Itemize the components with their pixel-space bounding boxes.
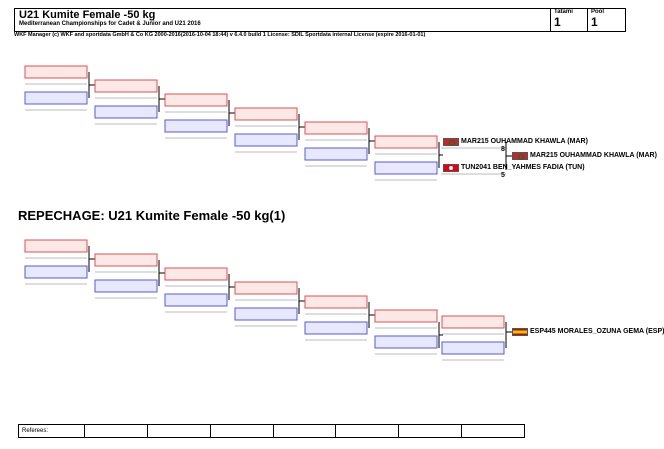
referee-cell[interactable] [462,425,524,437]
referees-table: Referees: [18,424,525,438]
event-subtitle: Mediterranean Championships for Cadet & … [19,21,201,27]
tatami-label: Tatami [554,9,573,15]
blue-competitor-slot[interactable] [94,105,158,119]
referee-cell[interactable] [399,425,463,437]
flag-tun-icon [443,164,459,172]
blue-competitor-slot[interactable] [304,321,368,335]
red-competitor-slot[interactable] [24,65,88,79]
header: U21 Kumite Female -50 kg Mediterranean C… [14,8,626,32]
referee-cell[interactable] [148,425,211,437]
red-competitor-slot[interactable] [94,253,158,267]
red-competitor-slot[interactable] [304,295,368,309]
flag-esp-icon [512,328,528,336]
main-entry-2-name: TUN2041 BEN_YAHMES FADIA (TUN) [461,164,585,171]
referee-cell[interactable] [85,425,148,437]
red-competitor-slot[interactable] [374,309,438,323]
blue-competitor-slot[interactable] [234,133,298,147]
blue-competitor-slot[interactable] [164,119,228,133]
blue-competitor-slot[interactable] [24,91,88,105]
blue-competitor-slot[interactable] [304,147,368,161]
red-competitor-slot[interactable] [164,93,228,107]
referee-cell[interactable] [336,425,400,437]
blue-competitor-slot[interactable] [441,341,505,355]
blue-competitor-slot[interactable] [374,161,438,175]
referees-label: Referees: [19,425,85,437]
pool-value: 1 [591,15,598,29]
red-competitor-slot[interactable] [304,121,368,135]
red-competitor-slot[interactable] [94,79,158,93]
blue-competitor-slot[interactable] [234,307,298,321]
flag-mar-winner-icon [512,152,528,160]
event-title: U21 Kumite Female -50 kg [19,9,156,21]
main-winner-name: MAR215 OUHAMMAD KHAWLA (MAR) [530,152,657,159]
blue-competitor-slot[interactable] [94,279,158,293]
red-competitor-slot[interactable] [374,135,438,149]
tatami-box: Tatami 1 [550,9,588,31]
red-competitor-slot[interactable] [24,239,88,253]
main-entry-2-score: 5 [501,172,505,179]
red-competitor-slot[interactable] [441,315,505,329]
blue-competitor-slot[interactable] [24,265,88,279]
flag-mar-icon [443,138,459,146]
pool-label: Pool [591,9,604,15]
blue-competitor-slot[interactable] [374,335,438,349]
main-entry-1-score: 8 [501,146,505,153]
red-competitor-slot[interactable] [164,267,228,281]
red-competitor-slot[interactable] [234,107,298,121]
tatami-value: 1 [554,15,561,29]
referee-cell[interactable] [274,425,337,437]
repechage-entry-name: ESP445 MORALES_OZUNA GEMA (ESP) [530,328,664,335]
blue-competitor-slot[interactable] [164,293,228,307]
red-competitor-slot[interactable] [234,281,298,295]
repechage-title: REPECHAGE: U21 Kumite Female -50 kg(1) [18,208,286,223]
bracket-lines [24,65,512,361]
main-entry-1-name: MAR215 OUHAMMAD KHAWLA (MAR) [461,138,588,145]
pool-box: Pool 1 [587,9,625,31]
referee-cell[interactable] [211,425,274,437]
software-credit: WKF Manager (c) WKF and sportdata GmbH &… [14,32,426,38]
